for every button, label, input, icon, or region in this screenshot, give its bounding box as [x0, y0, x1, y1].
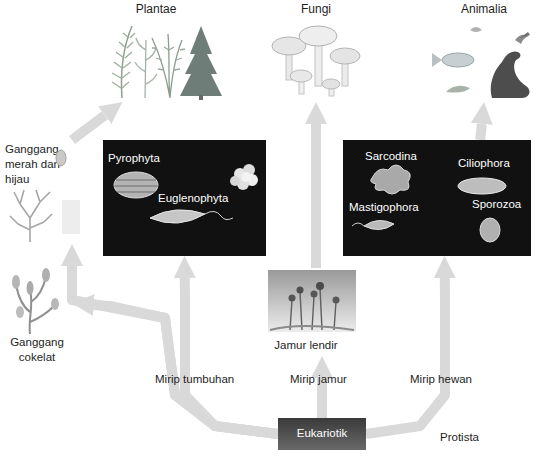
animal-like-protist-illustration	[480, 218, 500, 242]
animal-illustration	[520, 32, 530, 38]
group-member-label: Sporozoa	[472, 197, 541, 212]
group-box: Eukariotik	[278, 418, 366, 450]
group-box: SarcodinaCiliophoraMastigophoraSporozoa	[343, 140, 531, 256]
plant-like-protist-illustration	[237, 178, 249, 190]
mushroom-illustration	[342, 56, 348, 86]
branch-arrow	[480, 124, 482, 140]
mushroom-illustration	[299, 76, 304, 94]
panel-label: Fungi	[266, 2, 366, 17]
panel-label: Plantae	[100, 2, 212, 17]
branch-arrow	[366, 278, 445, 434]
plant-illustration	[135, 38, 157, 84]
red-green-algae-illustration	[56, 150, 66, 166]
brown-algae-illustration	[12, 275, 20, 289]
animal-like-protist-illustration	[371, 165, 411, 194]
plant-like-protist-illustration	[114, 180, 158, 192]
illustration-panel: Fungi	[266, 2, 366, 102]
red-green-algae-illustration	[62, 200, 80, 234]
brown-algae-illustration	[27, 281, 34, 295]
branch-label: Mirip tumbuhan	[155, 372, 234, 387]
plant-illustration	[152, 34, 182, 98]
panel-label: Jamur lendir	[262, 338, 350, 353]
red-green-algae-illustration	[10, 150, 80, 242]
branch-arrow	[317, 378, 327, 418]
plant-like-protist-illustration	[150, 210, 205, 223]
animal-illustration	[470, 27, 482, 32]
slime-mold-illustration	[289, 295, 296, 302]
group-box: PyrophytaEuglenophyta	[103, 140, 266, 256]
plant-illustration	[145, 40, 146, 98]
branch-arrow	[72, 115, 105, 140]
group-member-label: Pyrophyta	[108, 151, 188, 166]
illustration-panel: Animalia	[432, 2, 536, 102]
animal-like-protist-illustration	[458, 178, 506, 194]
plant-illustration	[112, 33, 135, 88]
red-green-algae-illustration	[10, 190, 52, 242]
branch-arrow	[72, 266, 278, 434]
plant-like-protist-illustration	[243, 164, 255, 176]
group-member-label: Eukariotik	[278, 426, 366, 441]
slime-mold-illustration	[297, 287, 304, 294]
mushroom-illustration	[322, 79, 340, 89]
mushroom-illustration	[330, 48, 360, 64]
plant-illustration	[121, 26, 132, 98]
mushroom-illustration	[286, 46, 292, 80]
illustration-panel: Ganggang merah dan hijau	[2, 140, 82, 244]
illustration-panel: Jamur lendir	[262, 268, 362, 356]
animal-like-protist-illustration	[352, 223, 364, 226]
mushroom-illustration	[272, 37, 306, 55]
brown-algae-illustration	[51, 298, 59, 310]
branch-arrow	[311, 124, 321, 268]
animal-illustration	[432, 53, 442, 67]
slime-mold-illustration	[268, 270, 356, 332]
plant-like-protist-illustration	[114, 172, 158, 198]
animal-like-protist-illustration	[352, 165, 506, 242]
group-member-label: Sarcodina	[365, 149, 445, 164]
group-member-label: Euglenophyta	[158, 191, 258, 206]
mushroom-illustration	[299, 26, 337, 46]
animal-illustration	[442, 53, 474, 67]
panel-label: Ganggang merah dan hijau	[5, 142, 61, 187]
mushroom-illustration	[315, 36, 322, 86]
panel-label: Ganggang cokelat	[6, 335, 68, 365]
animal-illustration	[515, 35, 529, 44]
brown-algae-illustration	[42, 268, 50, 282]
plant-illustration	[152, 47, 185, 70]
mushroom-illustration	[272, 26, 360, 96]
plant-like-protist-illustration	[205, 211, 233, 219]
slime-mold-illustration	[333, 297, 340, 304]
plant-like-protist-illustration	[230, 176, 240, 186]
animal-illustration	[446, 86, 470, 93]
illustration-panel: Ganggang cokelat	[2, 268, 72, 364]
slime-mold-illustration	[316, 282, 324, 290]
plant-like-protist-illustration	[114, 164, 258, 223]
panel-label: Animalia	[432, 2, 536, 17]
group-member-label: Mastigophora	[349, 200, 445, 215]
plant-illustration	[180, 26, 222, 96]
brown-algae-illustration	[16, 276, 54, 334]
slime-mold-illustration	[268, 270, 356, 332]
animal-like-protist-illustration	[364, 220, 394, 229]
group-label: Protista	[440, 430, 479, 445]
slime-mold-illustration	[270, 326, 354, 330]
slime-mold-illustration	[290, 288, 336, 330]
brown-algae-illustration	[16, 306, 24, 318]
plant-like-protist-illustration	[246, 174, 258, 186]
plant-illustration	[199, 95, 203, 100]
plant-like-protist-illustration	[234, 168, 246, 180]
animal-illustration	[491, 51, 530, 98]
brown-algae-illustration	[12, 268, 59, 334]
group-member-label: Ciliophora	[458, 156, 530, 171]
mushroom-illustration	[329, 84, 334, 96]
plant-like-protist-illustration	[241, 172, 251, 182]
mushroom-illustration	[290, 70, 312, 82]
animal-illustration	[432, 27, 530, 98]
illustration-panel: Plantae	[100, 2, 212, 102]
slime-mold-illustration	[311, 291, 318, 298]
plant-illustration	[112, 26, 222, 100]
